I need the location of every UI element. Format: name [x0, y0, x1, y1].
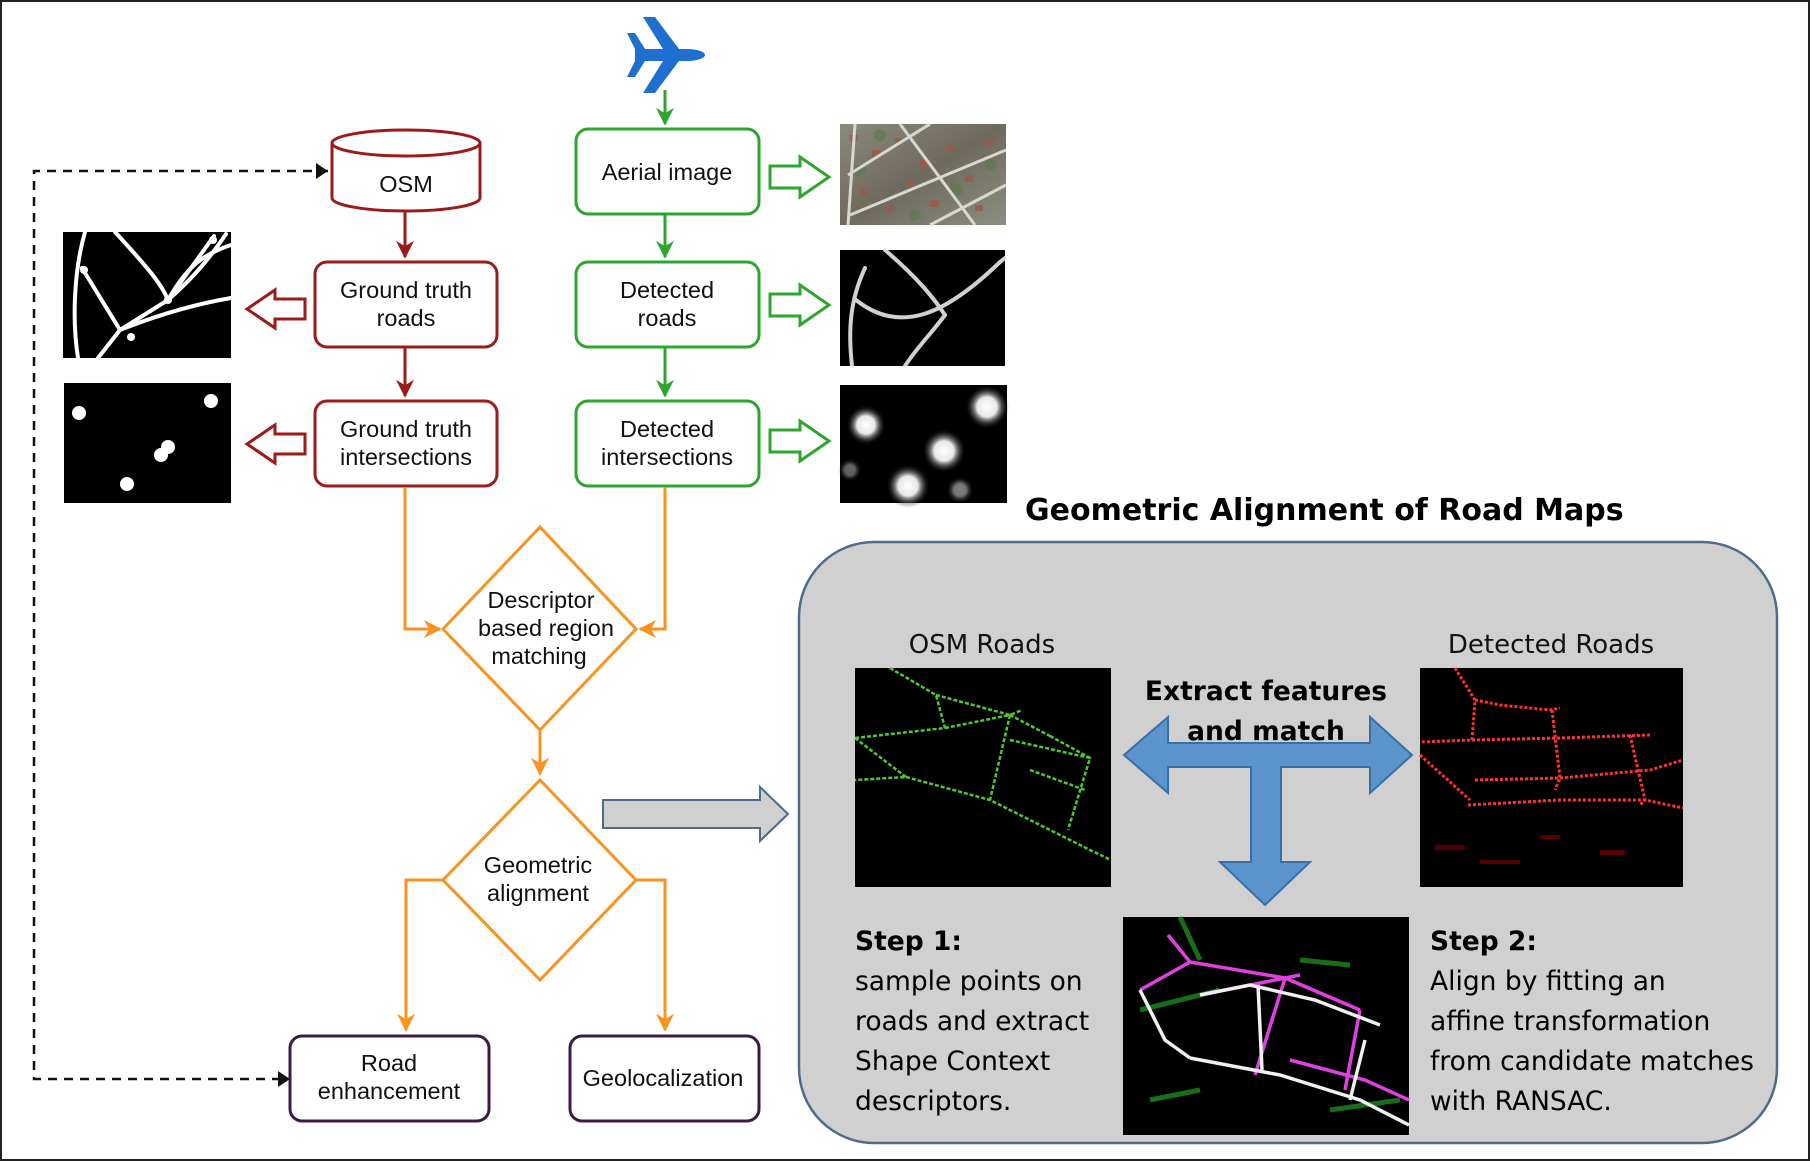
detected-intersections-line1: Detected [620, 416, 714, 442]
step2-line1: Align by fitting an [1430, 966, 1666, 997]
osm-label: OSM [379, 171, 433, 197]
step2-heading: Step 2: [1430, 926, 1537, 957]
geolocalization-label: Geolocalization [583, 1065, 744, 1091]
hollow-arrow-aerial-image [768, 154, 832, 200]
step2-line4: with RANSAC. [1430, 1086, 1612, 1117]
arrow-gt-intersections-to-matching [403, 487, 442, 638]
alignment-line1: Geometric [484, 852, 593, 878]
feedback-dashed-arrow [32, 169, 328, 1081]
matching-line2: based region [478, 615, 614, 641]
arrow-alignment-to-geolocalization [636, 878, 674, 1032]
dashed-arrowhead-enhancement [278, 1071, 290, 1087]
hollow-arrow-detected-roads-image [768, 282, 832, 328]
gt-roads-line2: roads [377, 305, 436, 331]
detected-roads-line2: roads [638, 305, 697, 331]
aligned-result-panel-image [1123, 915, 1410, 1135]
grey-arrow-to-panel [602, 784, 790, 844]
step1-line1: sample points on [855, 966, 1083, 997]
detected-roads-box: Detected roads [574, 260, 761, 349]
step1-line3: Shape Context [855, 1046, 1050, 1077]
osm-database: OSM [330, 128, 482, 213]
alignment-line2: alignment [487, 880, 589, 906]
aerial-image-label: Aerial image [602, 159, 733, 185]
step1-line2: roads and extract [855, 1006, 1089, 1037]
arrow-alignment-to-road-enhancement [397, 878, 443, 1032]
extract-label-line1: Extract features [1145, 676, 1387, 707]
osm-roads-caption: OSM Roads [909, 630, 1055, 660]
hollow-arrow-gt-intersections-image [244, 422, 307, 466]
aerial-image-box: Aerial image [574, 127, 761, 216]
dashed-arrowhead-osm [316, 163, 328, 179]
geometric-alignment-diamond: Geometric alignment [440, 777, 639, 983]
step1-heading: Step 1: [855, 926, 962, 957]
airplane-icon [627, 17, 705, 93]
hollow-arrow-gt-roads-image [244, 287, 307, 331]
osm-roads-panel-image [854, 666, 1112, 887]
detected-intersections-box: Detected intersections [574, 399, 761, 488]
panel-title: Geometric Alignment of Road Maps [1025, 493, 1624, 528]
matching-line1: Descriptor [487, 587, 594, 613]
gt-intersections-image [64, 383, 231, 503]
road-enhancement-box: Road enhancement [288, 1034, 491, 1123]
step2-line3: from candidate matches [1430, 1046, 1754, 1077]
aerial-photo-image [840, 122, 1007, 227]
detected-roads-image [840, 248, 1007, 368]
detected-intersections-line2: intersections [601, 444, 733, 470]
extract-label-line2: and match [1187, 716, 1345, 747]
gt-intersections-line2: intersections [340, 444, 472, 470]
detected-intersections-image [838, 385, 1009, 508]
gt-roads-box: Ground truth roads [313, 260, 499, 349]
detected-roads-caption: Detected Roads [1448, 630, 1654, 660]
blue-t-arrow [1122, 714, 1414, 907]
geolocalization-box: Geolocalization [568, 1034, 761, 1123]
gt-roads-image [63, 230, 233, 360]
step2-line2: affine transformation [1430, 1006, 1710, 1037]
gt-intersections-line1: Ground truth [340, 416, 472, 442]
arrow-detected-intersections-to-matching [638, 487, 667, 638]
step1-line4: descriptors. [855, 1086, 1011, 1117]
descriptor-matching-diamond: Descriptor based region matching [440, 524, 639, 733]
detected-roads-panel-image [1418, 667, 1684, 887]
road-enhancement-line1: Road [361, 1050, 417, 1076]
gt-intersections-box: Ground truth intersections [313, 399, 499, 488]
hollow-arrow-detected-intersections-image [768, 418, 832, 464]
gt-roads-line1: Ground truth [340, 277, 472, 303]
matching-line3: matching [491, 643, 586, 669]
detected-roads-line1: Detected [620, 277, 714, 303]
road-enhancement-line2: enhancement [318, 1078, 461, 1104]
